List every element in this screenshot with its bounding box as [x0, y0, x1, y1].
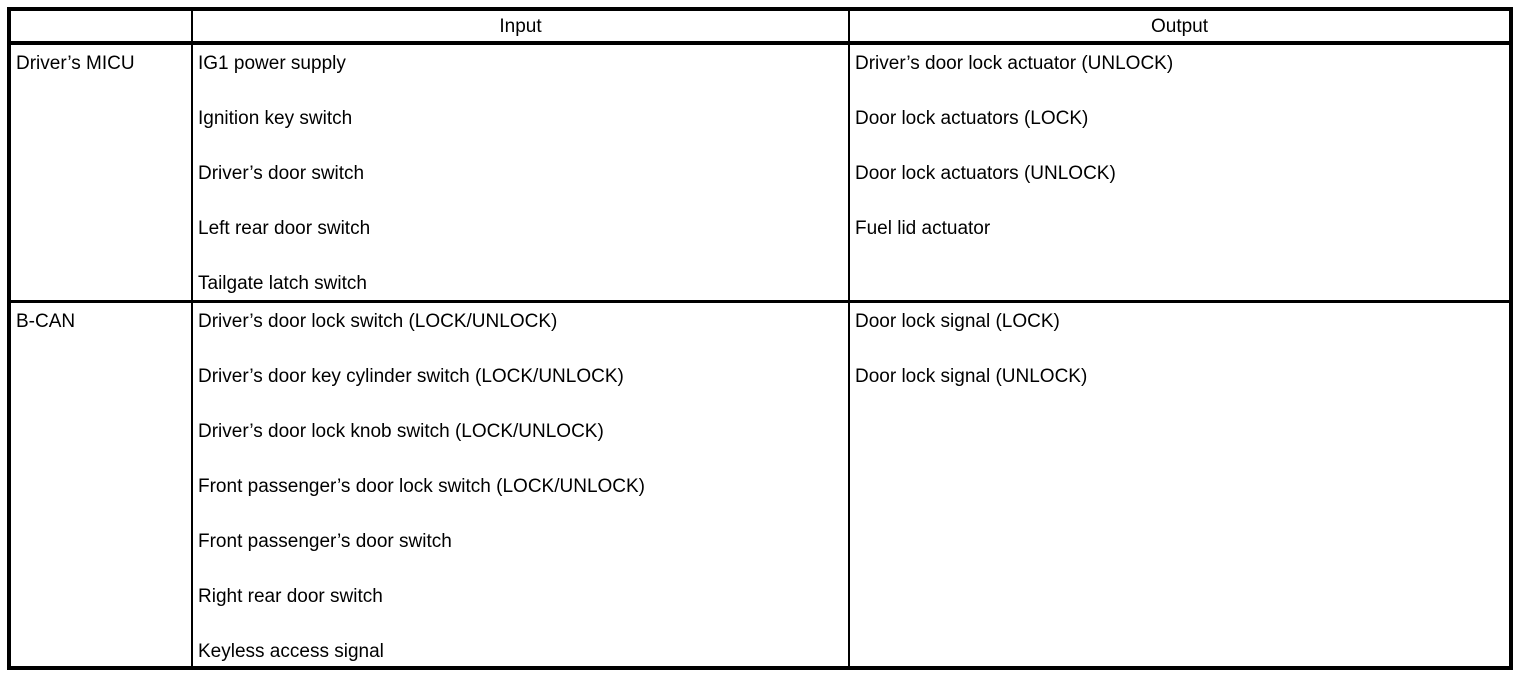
input-item: IG1 power supply — [198, 53, 346, 74]
corner-header-cell — [8, 8, 193, 45]
input-item: Driver’s door lock knob switch (LOCK/UNL… — [198, 420, 604, 442]
input-item: Front passenger’s door switch — [198, 530, 452, 552]
output-item: Door lock actuators (LOCK) — [855, 108, 1089, 129]
inputs-cell: Driver’s door lock switch (LOCK/UNLOCK) D… — [191, 299, 850, 669]
input-item: Front passenger’s door lock switch (LOCK… — [198, 475, 646, 497]
output-item: Door lock signal (LOCK) — [855, 310, 1060, 332]
output-item: Fuel lid actuator — [855, 218, 991, 239]
input-item: Ignition key switch — [198, 108, 353, 129]
input-item: Left rear door switch — [198, 218, 371, 239]
source-cell: Driver’s MICU — [8, 42, 193, 302]
outputs-cell: Door lock signal (LOCK) Door lock signal … — [848, 299, 1512, 669]
output-item: Driver’s door lock actuator (UNLOCK) — [855, 53, 1174, 74]
source-label: B-CAN — [16, 310, 76, 332]
table-row: B-CAN Driver’s door lock switch (LOCK/UNL… — [8, 299, 1512, 669]
input-item: Driver’s door key cylinder switch (LOCK/… — [198, 365, 624, 387]
io-table: Input Output Driver’s MICU IG1 power supp… — [7, 7, 1513, 670]
source-label: Driver’s MICU — [16, 53, 135, 74]
input-item: Tailgate latch switch — [198, 273, 367, 294]
source-cell: B-CAN — [8, 299, 193, 669]
input-item: Keyless access signal — [198, 640, 384, 662]
output-item: Door lock actuators (UNLOCK) — [855, 163, 1116, 184]
output-column-header: Output — [848, 8, 1512, 45]
output-item: Door lock signal (UNLOCK) — [855, 365, 1088, 387]
input-column-header: Input — [191, 8, 850, 45]
outputs-cell: Driver’s door lock actuator (UNLOCK) Door… — [848, 42, 1512, 302]
header-row: Input Output — [8, 8, 1512, 45]
input-item: Driver’s door switch — [198, 163, 365, 184]
input-item: Right rear door switch — [198, 585, 383, 607]
input-item: Driver’s door lock switch (LOCK/UNLOCK) — [198, 310, 558, 332]
